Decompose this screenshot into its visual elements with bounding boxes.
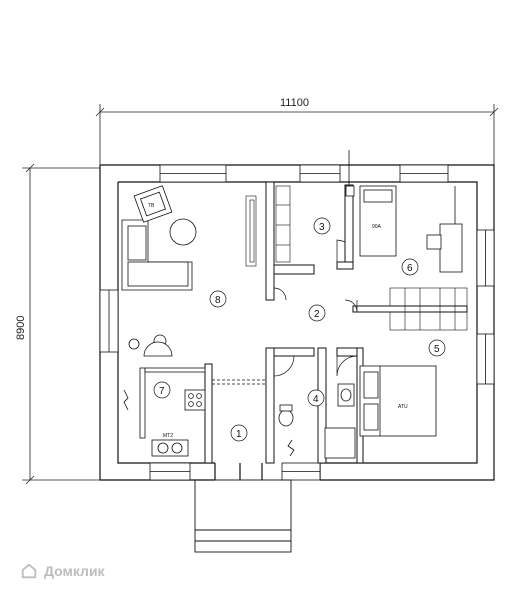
kitchen-counter: [123, 367, 206, 457]
room-label-5: 5: [434, 344, 440, 355]
room-label-7: 7: [159, 386, 165, 397]
entrance-steps: [194, 479, 292, 553]
bed-small-label: 90A: [372, 224, 382, 230]
living-furniture: [121, 185, 197, 291]
room-label-6: 6: [407, 263, 413, 274]
width-dimension-label: 11100: [280, 97, 309, 109]
width-dimension: [95, 104, 499, 168]
room-label-3: 3: [319, 222, 325, 233]
armchair-label: ТВ: [148, 203, 155, 209]
height-dimension-label: 8900: [15, 316, 27, 340]
closets: [245, 185, 468, 331]
bedroom-6-furniture: [359, 185, 463, 273]
room-label-8: 8: [215, 295, 221, 306]
watermark-text: Домклик: [44, 563, 105, 579]
watermark: Домклик: [20, 562, 105, 580]
room-label-2: 2: [314, 309, 320, 320]
house-logo-icon: [21, 563, 37, 579]
room-numbers: [153, 217, 446, 442]
bedroom-5-furniture: [359, 365, 437, 437]
windows: [99, 164, 495, 481]
dining-set: [128, 334, 173, 357]
height-dimension: [22, 163, 100, 485]
bed-large-label: ATU: [398, 404, 408, 410]
kitchen-sink-label: МТ2: [163, 433, 173, 439]
room-label-1: 1: [236, 429, 242, 440]
chimney-pipe: [345, 150, 355, 197]
room-label-4: 4: [313, 394, 319, 405]
bathroom-fixtures: [278, 383, 356, 459]
doors: [212, 239, 358, 385]
